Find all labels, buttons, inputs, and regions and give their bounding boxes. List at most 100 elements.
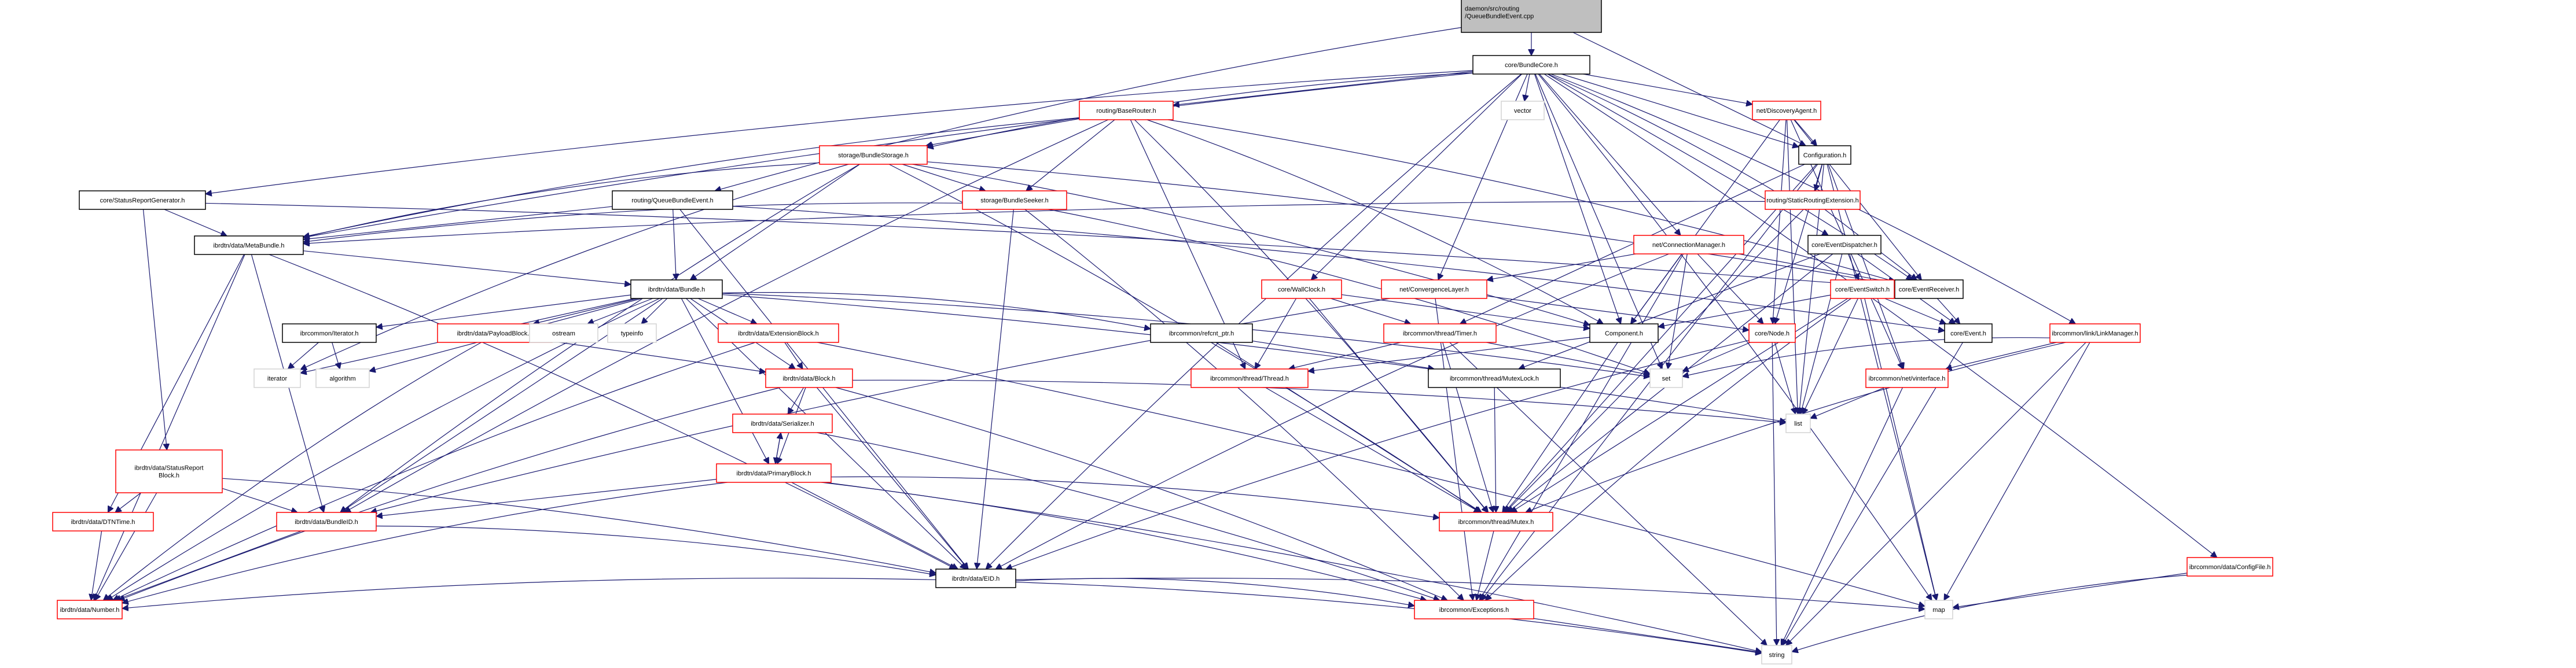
- edge-BaseRouter-to-EventReceiver: [1167, 119, 1895, 282]
- edge-StatusReportGenerator-to-MetaBundle: [164, 209, 227, 236]
- edge-Node-to-list: [1774, 342, 1796, 414]
- edge-ExtensionBlock-to-Block: [784, 342, 803, 369]
- edge-BundleStorage-to-EventReceiver: [927, 161, 1895, 285]
- node-box: [716, 463, 832, 483]
- edge-ConvergenceLayer-to-Node: [1486, 296, 1749, 330]
- node-label: list: [1794, 420, 1802, 427]
- edge-Block-to-EID: [816, 387, 968, 569]
- graph-node-BundleCore[interactable]: core/BundleCore.h: [1472, 55, 1590, 75]
- node-label: ibrdtn/data/Bundle.h: [648, 286, 705, 293]
- edge-LinkManager-to-set: [1682, 337, 2050, 377]
- node-box: [315, 368, 370, 388]
- edge-Timer-to-Thread: [1288, 342, 1401, 369]
- edge-Serializer-to-Exceptions: [817, 432, 1439, 600]
- graph-node-BundleSeeker[interactable]: storage/BundleSeeker.h: [962, 190, 1067, 210]
- edge-StatusReportBlock-to-Number: [95, 492, 157, 600]
- node-box: [630, 279, 723, 299]
- node-box: [253, 368, 301, 388]
- edge-Exceptions-to-string: [1533, 618, 1762, 652]
- edge-EventDispatcher-to-list: [1800, 253, 1843, 414]
- graph-node-Mutex[interactable]: ibrcommon/thread/Mutex.h: [1439, 512, 1553, 532]
- edge-EID-to-string: [1015, 581, 1762, 654]
- graph-node-Iterator[interactable]: ibrcommon/Iterator.h: [282, 323, 377, 343]
- graph-node-EID[interactable]: ibrdtn/data/EID.h: [935, 569, 1016, 588]
- node-label: ibrcommon/thread/Thread.h: [1210, 375, 1289, 382]
- edge-Block-to-Number: [119, 387, 781, 600]
- edge-Configuration-to-Timer: [1460, 164, 1805, 324]
- graph-node-EventDispatcher[interactable]: core/EventDispatcher.h: [1807, 235, 1882, 254]
- graph-node-Number[interactable]: ibrdtn/data/Number.h: [57, 600, 123, 619]
- graph-node-MetaBundle[interactable]: ibrdtn/data/MetaBundle.h: [194, 235, 304, 255]
- graph-node-root[interactable]: daemon/src/routing/QueueBundleEvent.cpp: [1461, 0, 1602, 33]
- graph-node-Timer[interactable]: ibrcommon/thread/Timer.h: [1383, 323, 1497, 343]
- graph-node-Node[interactable]: core/Node.h: [1748, 323, 1796, 343]
- graph-node-MutexLock[interactable]: ibrcommon/thread/MutexLock.h: [1428, 368, 1561, 388]
- edge-PrimaryBlock-to-BundleID: [376, 479, 717, 516]
- graph-node-Serializer[interactable]: ibrdtn/data/Serializer.h: [732, 414, 833, 433]
- graph-node-QueueBundleEventH[interactable]: routing/QueueBundleEvent.h: [612, 190, 733, 210]
- edge-vinterface-to-list: [1810, 387, 1885, 418]
- edge-LinkManager-to-vinterface: [1946, 342, 2057, 369]
- node-label: storage/BundleSeeker.h: [980, 197, 1048, 204]
- edge-StatusReportBlock-to-DTNTime: [115, 492, 141, 512]
- graph-node-vinterface[interactable]: ibrcommon/net/vinterface.h: [1865, 368, 1949, 388]
- edge-DTNTime-to-Number: [91, 530, 102, 600]
- graph-node-Configuration[interactable]: Configuration.h: [1798, 145, 1851, 165]
- edge-ConnectionManager-to-Exceptions: [1479, 253, 1684, 600]
- edge-Bundle-to-refcnt_ptr: [722, 292, 1151, 329]
- graph-node-BundleStorage[interactable]: storage/BundleStorage.h: [819, 145, 928, 165]
- edge-PrimaryBlock-to-Mutex: [831, 476, 1439, 518]
- graph-node-ExtensionBlock[interactable]: ibrdtn/data/ExtensionBlock.h: [718, 323, 839, 343]
- graph-node-EventReceiver[interactable]: core/EventReceiver.h: [1894, 279, 1964, 299]
- graph-node-Block[interactable]: ibrdtn/data/Block.h: [765, 368, 853, 388]
- graph-node-list: list: [1785, 414, 1811, 433]
- graph-node-Thread[interactable]: ibrcommon/thread/Thread.h: [1190, 368, 1309, 388]
- graph-node-LinkManager[interactable]: ibrcommon/link/LinkManager.h: [2049, 323, 2141, 343]
- edge-ConvergenceLayer-to-Exceptions: [1435, 298, 1473, 600]
- node-label: Configuration.h: [1803, 152, 1847, 159]
- edge-BaseRouter-to-Mutex: [1134, 119, 1487, 512]
- graph-node-EventSwitch[interactable]: core/EventSwitch.h: [1830, 279, 1895, 299]
- edge-Node-to-EID: [1006, 339, 1750, 569]
- node-box: [1865, 368, 1949, 388]
- node-box: [962, 190, 1067, 210]
- graph-node-ConnectionManager[interactable]: net/ConnectionManager.h: [1633, 235, 1744, 254]
- graph-node-StaticRoutingExtension[interactable]: routing/StaticRoutingExtension.h: [1765, 190, 1861, 210]
- graph-node-BundleID[interactable]: ibrdtn/data/BundleID.h: [276, 512, 377, 532]
- edge-Bundle-to-Number: [106, 298, 660, 600]
- node-label: vector: [1514, 108, 1531, 115]
- graph-node-Component[interactable]: Component.h: [1589, 323, 1659, 343]
- edge-BaseRouter-to-Component: [1146, 119, 1604, 324]
- edge-EventSwitch-to-Mutex: [1511, 298, 1849, 512]
- graph-node-PrimaryBlock[interactable]: ibrdtn/data/PrimaryBlock.h: [716, 463, 832, 483]
- graph-node-DTNTime[interactable]: ibrdtn/data/DTNTime.h: [52, 512, 154, 532]
- edge-StaticRoutingExtension-to-MetaBundle: [303, 201, 1766, 243]
- graph-node-refcnt_ptr[interactable]: ibrcommon/refcnt_ptr.h: [1150, 323, 1253, 343]
- edge-EID-to-Number: [122, 577, 936, 608]
- edge-WallClock-to-Component: [1341, 294, 1590, 329]
- node-label: ibrdtn/data/PayloadBlock.h: [457, 330, 533, 337]
- graph-node-WallClock[interactable]: core/WallClock.h: [1261, 279, 1342, 299]
- node-label: core/EventReceiver.h: [1899, 286, 1960, 293]
- edge-WallClock-to-Timer: [1331, 298, 1410, 324]
- node-label: core/WallClock.h: [1278, 286, 1325, 293]
- edge-PrimaryBlock-to-Number: [122, 482, 727, 603]
- graph-node-Bundle[interactable]: ibrdtn/data/Bundle.h: [630, 279, 723, 299]
- edge-BundleSeeker-to-set: [1048, 209, 1650, 374]
- graph-node-ConfigFile[interactable]: ibrcommon/data/ConfigFile.h: [2187, 557, 2273, 577]
- graph-node-Exceptions[interactable]: ibrcommon/Exceptions.h: [1414, 600, 1534, 619]
- graph-node-Event[interactable]: core/Event.h: [1944, 323, 1993, 343]
- node-box: [1924, 600, 1953, 619]
- graph-node-DiscoveryAgent[interactable]: net/DiscoveryAgent.h: [1752, 101, 1821, 120]
- node-box: [1748, 323, 1796, 343]
- node-label: ibrcommon/Exceptions.h: [1439, 607, 1509, 614]
- edge-Bundle-to-PayloadBlock: [533, 298, 639, 324]
- edge-Block-to-list: [852, 379, 1786, 423]
- edge-Bundle-to-ExtensionBlock: [697, 298, 757, 324]
- graph-node-ConvergenceLayer[interactable]: net/ConvergenceLayer.h: [1381, 279, 1487, 299]
- graph-node-BaseRouter[interactable]: routing/BaseRouter.h: [1079, 101, 1174, 120]
- graph-node-StatusReportGenerator[interactable]: core/StatusReportGenerator.h: [79, 190, 206, 210]
- node-label: routing/QueueBundleEvent.h: [631, 197, 713, 204]
- edge-BundleStorage-to-Component: [912, 164, 1590, 325]
